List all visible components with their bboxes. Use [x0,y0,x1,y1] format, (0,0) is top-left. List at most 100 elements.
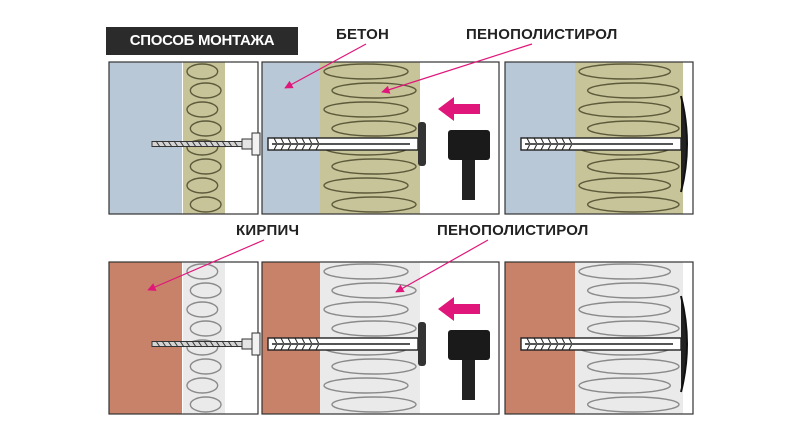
step-panel-1-concrete [108,61,261,215]
insulation-cell [586,320,680,337]
drill-thread [215,140,221,148]
drill-thread [197,140,203,148]
step-panel-3-brick [504,261,694,415]
drill-thread [233,340,239,348]
drill-thread [209,140,215,148]
drill-thread [173,140,179,148]
drill-thread [191,140,197,148]
drill-thread [155,140,161,148]
drill-thread [161,140,167,148]
insulation-layer [183,262,225,414]
insulation-cell [186,339,219,356]
hammer-handle [462,360,475,400]
insulation-cell [578,263,672,280]
drill-thread [179,340,185,348]
drill-thread [209,340,215,348]
insulation-cell [578,377,672,394]
insulation-cell [323,263,409,280]
insulation-cell [186,377,219,394]
insulation-cell [331,196,417,213]
drill-thread [185,340,191,348]
panel-border [261,261,500,415]
diagram-title: СПОСОБ МОНТАЖА [106,27,298,55]
insulation-cell [186,101,219,118]
insulation-cell [586,196,680,213]
label-concrete: БЕТОН [336,26,390,43]
insulation-cell [331,358,417,375]
drill-thread [173,340,179,348]
insulation-cell [578,177,672,194]
panel-border [261,61,500,215]
insulation-cell [189,196,222,213]
insulation-cell [331,82,417,99]
dowel-cap [680,95,688,193]
drill-chuck [251,332,261,356]
label-brick: КИРПИЧ [236,222,300,239]
drill-thread [197,340,203,348]
drill-thread [221,140,227,148]
drill-thread [227,340,233,348]
drill-collar [241,338,253,350]
panel-border [504,261,694,415]
drill-thread [167,140,173,148]
insulation-cell [586,158,680,175]
drill-thread [179,140,185,148]
insulation-cell [189,120,222,137]
step-panel-2-concrete [261,61,500,215]
insulation-cell [189,358,222,375]
drill-thread [203,140,209,148]
insulation-cell [323,101,409,118]
insulation-cell [186,301,219,318]
insulation-cell [586,358,680,375]
step-panel-1-brick [108,261,261,415]
leader-styrofoam-bottom [395,239,489,293]
wall-layer [109,62,182,214]
drill-thread [167,340,173,348]
insulation-cell [323,63,409,80]
insulation-cell [323,377,409,394]
drill-thread [227,140,233,148]
insulation-cell [578,301,672,318]
drill-thread [161,340,167,348]
leader-concrete [284,43,367,89]
insulation-cell [586,396,680,413]
drill-collar [241,138,253,150]
insulation-layer [183,62,225,214]
insulation-cell [331,396,417,413]
step-panel-2-brick [261,261,500,415]
insulation-cell [331,120,417,137]
hammer-head [448,130,490,160]
insulation-cell [586,82,680,99]
drill-chuck [251,132,261,156]
insulation-cell [578,101,672,118]
insulation-cell [186,177,219,194]
drill-thread [155,340,161,348]
step-panel-3-concrete [504,61,694,215]
insulation-cell [323,177,409,194]
insulation-cell [189,320,222,337]
drill-thread [191,340,197,348]
drill-thread [185,140,191,148]
drill-thread [215,340,221,348]
leader-styrofoam-top [381,43,533,94]
insulation-cell [331,320,417,337]
label-styrofoam-top: ПЕНОПОЛИСТИРОЛ [466,26,618,43]
leader-brick [147,239,265,291]
panel-border [504,61,694,215]
drill-thread [233,140,239,148]
dowel-cap [680,295,688,393]
hammer-head [448,330,490,360]
insulation-cell [189,396,222,413]
direction-arrow [438,97,480,121]
insulation-cell [323,301,409,318]
hammer-handle [462,160,475,200]
insulation-cell [331,282,417,299]
insulation-cell [586,120,680,137]
dowel-cap [418,322,426,366]
insulation-cell [189,282,222,299]
insulation-cell [578,63,672,80]
wall-layer [109,262,182,414]
insulation-cell [586,282,680,299]
